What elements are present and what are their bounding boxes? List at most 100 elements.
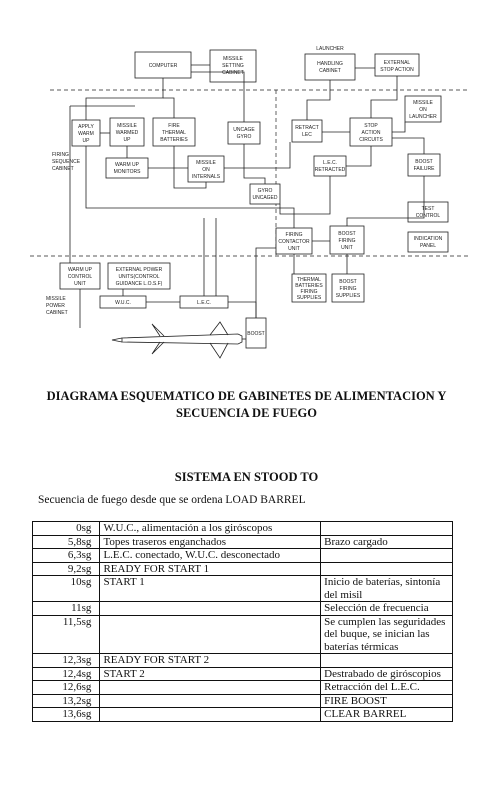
time-cell: 13,6sg [31,707,101,722]
tbfs-label-2: BATTERIES [295,283,323,289]
bfu-label-2: FIRING [339,238,356,244]
fcu-label-3: UNIT [288,246,300,252]
table-row: 13,2sg FIRE BOOST [31,693,453,708]
sac-label-2: ACTION [362,130,381,136]
table-row: 5,8sg Topes traseros enganchados Brazo c… [31,534,453,549]
uncage-gyro-box [227,121,261,145]
tc-label-1: TEST [422,206,435,212]
hc-label-2: CABINET [319,68,341,74]
thermal-batteries-firing-supplies-box [291,273,327,303]
table-row: 11,5sg Se cumplen las seguridades del bu… [31,614,453,654]
test-control-box [407,201,449,223]
ftb-label-1: FIRE [168,123,180,129]
event-cell: START 1 [99,575,322,602]
bfu-label-3: UNIT [341,245,353,251]
event-cell [99,693,322,708]
esa-label-2: STOP ACTION [380,67,414,73]
bfu-label-1: BOOST [338,231,356,237]
mwu-label-1: MISSILE [117,123,137,129]
note-cell: CLEAR BARREL [320,707,453,722]
time-cell: 6,3sg [31,548,101,563]
note-cell: Brazo cargado [320,534,453,549]
computer-box [134,51,192,79]
missile-on-launcher-box [404,95,442,123]
missile-drawing [111,321,246,359]
event-cell: START 2 [99,666,322,681]
event-cell [99,601,322,616]
note-cell [320,561,453,576]
sac-label-1: STOP [364,123,378,129]
mpc-label-2: POWER [46,303,65,309]
msc-label-3: CABINET [222,70,244,76]
warm-up-monitors-box [105,157,149,179]
time-cell: 0sg [31,521,101,536]
fcu-label-2: CONTACTOR [278,239,310,245]
event-cell [99,680,322,695]
awu-label-2: WARM [78,131,94,137]
bfs-label-2: FIRING [340,286,357,292]
esa-label-1: EXTERNAL [384,60,411,66]
bfs-label-3: SUPPLIES [336,293,361,299]
tc-label-2: CONTROL [416,213,441,219]
gyro-uncaged-box [249,183,281,205]
diagram-title-line2: SECUENCIA DE FUEGO [176,406,317,420]
time-cell: 13,2sg [31,693,101,708]
time-cell: 5,8sg [31,534,101,549]
note-cell [320,653,453,668]
external-power-units-box [107,262,171,290]
rl-label-1: RETRACT [295,125,319,131]
awu-label-3: UP [83,138,91,144]
lr-label-1: L.E.C. [323,160,337,166]
rl-label-2: LEC [302,132,312,138]
schematic-svg: COMPUTER MISSILE SETTING CABINET LAUNCHE… [30,46,470,359]
msc-label-2: SETTING [222,63,244,69]
fsc-label-2: SEQUENCE [52,159,81,165]
time-cell: 9,2sg [31,561,101,576]
event-cell: READY FOR START 1 [99,561,322,576]
mwu-label-3: UP [124,137,132,143]
event-cell [99,614,322,654]
schematic-diagram: COMPUTER MISSILE SETTING CABINET LAUNCHE… [30,38,470,383]
epu-label-2: UNITS(CONTROL [118,274,159,280]
fsc-label-3: CABINET [52,166,74,172]
mwu-label-2: WARMED [116,130,139,136]
sequence-intro: Secuencia de fuego desde que se ordena L… [38,494,306,506]
boost-firing-supplies-box [331,273,365,303]
firing-sequence-table: 0sg W.U.C., alimentación a los giróscopo… [31,521,453,722]
event-cell: L.E.C. conectado, W.U.C. desconectado [99,548,322,563]
lr-label-2: RETRACTED [315,167,346,173]
note-cell: Retracción del L.E.C. [320,680,453,695]
event-cell: READY FOR START 2 [99,653,322,668]
wum-label-2: MONITORS [114,169,142,175]
lec-label: L.E.C. [197,300,211,306]
table-row: 12,3sg READY FOR START 2 [31,653,453,668]
hc-label-1: HANDLING [317,61,343,67]
moi-label-3: INTERNALS [192,174,221,180]
mol-label-3: LAUNCHER [409,114,437,120]
fsc-label-1: FIRING [52,152,69,158]
bf-label-2: FAILURE [414,166,436,172]
mpc-label-1: MISSILE [46,296,66,302]
event-cell [99,707,322,722]
tbfs-label-4: SUPPLIES [297,295,322,301]
msc-label-1: MISSILE [223,56,243,62]
time-cell: 10sg [31,575,101,602]
wucu-label-1: WARM UP [68,267,93,273]
event-cell: Topes traseros enganchados [99,534,322,549]
ip-label-1: INDICATION [414,236,443,242]
mol-label-2: ON [419,107,427,113]
moi-label-2: ON [202,167,210,173]
tbfs-label-1: THERMAL [297,277,321,283]
awu-label-1: APPLY [78,124,94,130]
note-cell: Se cumplen las seguridades del buque, se… [320,614,453,654]
mol-label-1: MISSILE [413,100,433,106]
table-row: 12,6sg Retracción del L.E.C. [31,680,453,695]
connector-lines [69,64,425,328]
note-cell [320,548,453,563]
ug-label-1: UNCAGE [233,127,255,133]
ftb-label-2: THERMAL [162,130,186,136]
moi-label-1: MISSILE [196,160,216,166]
epu-label-1: EXTERNAL POWER [116,267,163,273]
epu-label-3: GUIDANCE L.O.S.F) [116,281,163,287]
